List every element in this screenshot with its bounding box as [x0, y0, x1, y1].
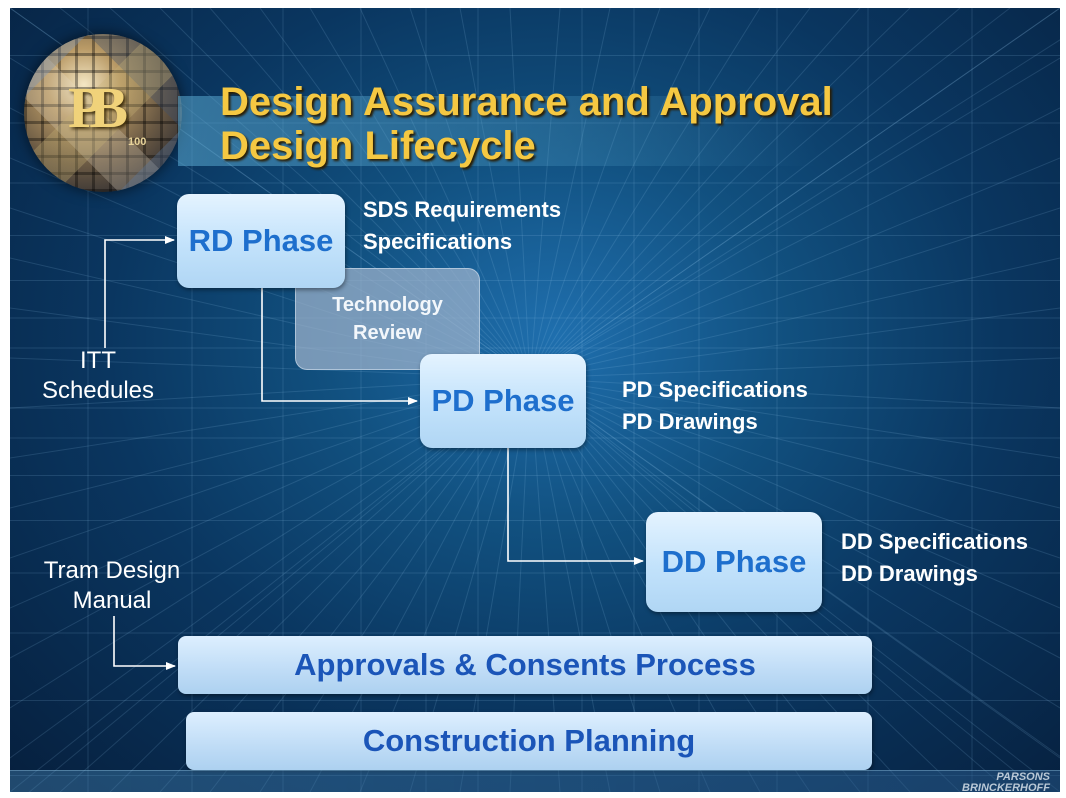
pd-note-1: PD Specifications — [622, 377, 808, 402]
rd-to-pd-arrow — [261, 288, 418, 405]
rd-phase-notes: SDS Requirements Specifications — [363, 194, 561, 258]
connector-arrows — [104, 236, 644, 670]
pd-phase-label: PD Phase — [431, 383, 575, 418]
itt-schedules-label: ITT Schedules — [28, 346, 168, 406]
itt-line-1: ITT — [80, 347, 116, 374]
title-highlight-band — [178, 96, 818, 166]
pd-phase-box: PD Phase — [420, 354, 586, 448]
technology-review-line-2: Review — [353, 322, 422, 344]
tram-line-2: Manual — [72, 587, 152, 614]
itt-to-rd-arrow — [104, 236, 175, 348]
pb-logo-letters: PB — [68, 75, 128, 140]
dd-note-1: DD Specifications — [841, 529, 1029, 554]
tram-design-manual-label: Tram Design Manual — [22, 556, 202, 616]
globe-photo-tiles — [24, 34, 182, 192]
pd-to-dd-arrow — [507, 448, 644, 565]
rd-note-2: Specifications — [363, 229, 513, 254]
parsons-brinckerhoff-brand: PARSONS BRINCKERHOFF — [962, 771, 1050, 793]
approvals-consents-label: Approvals & Consents Process — [294, 647, 756, 682]
rd-note-1: SDS Requirements — [363, 197, 562, 222]
title-line-1: Design Assurance and Approval — [220, 80, 833, 124]
slide: PB 100 Design Assurance and Approval Des… — [10, 8, 1060, 792]
construction-planning-bar: Construction Planning — [186, 712, 872, 770]
dd-note-2: DD Drawings — [841, 561, 978, 586]
dd-phase-box: DD Phase — [646, 512, 822, 612]
dd-phase-notes: DD Specifications DD Drawings — [841, 526, 1028, 590]
rd-phase-label: RD Phase — [188, 223, 334, 258]
slide-title: Design Assurance and Approval Design Lif… — [220, 80, 833, 168]
pd-note-2: PD Drawings — [622, 409, 758, 434]
logo-caption: 100 — [128, 136, 147, 148]
approvals-consents-bar: Approvals & Consents Process — [178, 636, 872, 694]
tram-line-1: Tram Design — [43, 557, 181, 584]
footer-band — [10, 770, 1060, 792]
tram-to-approvals-arrow — [113, 616, 176, 670]
pd-phase-notes: PD Specifications PD Drawings — [622, 374, 808, 438]
itt-line-2: Schedules — [41, 377, 155, 404]
title-line-2: Design Lifecycle — [220, 124, 536, 168]
rd-phase-box: RD Phase — [177, 194, 345, 288]
brand-line-2: BRINCKERHOFF — [962, 782, 1050, 793]
globe-logo: PB 100 — [24, 34, 182, 192]
technology-review-line-1: Technology — [332, 294, 443, 316]
dd-phase-label: DD Phase — [661, 544, 807, 579]
brand-line-1: PARSONS — [996, 771, 1050, 783]
construction-planning-label: Construction Planning — [362, 723, 696, 758]
